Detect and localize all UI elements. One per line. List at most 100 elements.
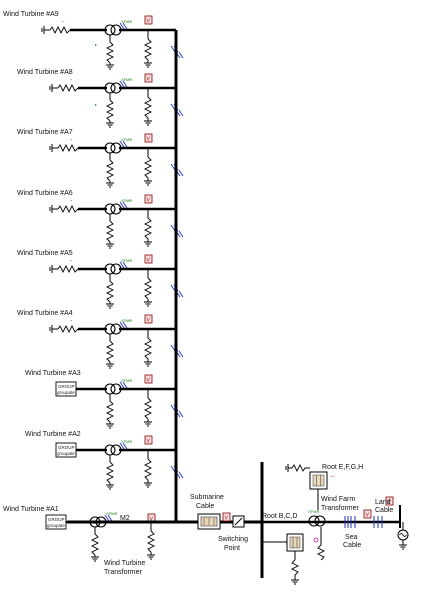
turbine-neutral-resistor: [105, 280, 115, 303]
submarine-cable-label-2: Cable: [196, 503, 214, 510]
turbine-source-resistor: [57, 204, 79, 214]
turbine-breaker-icon[interactable]: [104, 514, 113, 522]
turbine-label: Wind Turbine #A1: [3, 506, 59, 513]
land-cable-label-1: Land: [375, 499, 391, 506]
turbine-neutral-resistor: [90, 533, 100, 556]
switching-point-switch[interactable]: [232, 515, 245, 528]
turbine-source-mark: ⌁: [70, 137, 73, 142]
turbine-transformer[interactable]: [104, 142, 122, 154]
turbine-breaker-icon[interactable]: [119, 381, 128, 389]
root-efgh-source[interactable]: [309, 471, 328, 490]
land-cable[interactable]: [373, 516, 383, 528]
svg-text:V: V: [150, 517, 154, 523]
xfmr-tag: XFMR: [121, 378, 132, 383]
turbine-neutral-resistor: [105, 461, 115, 484]
turbine-source-resistor: [49, 25, 71, 35]
turbine-branch-ground-icon: [144, 421, 152, 427]
xfmr-tag: XFMR: [121, 439, 132, 444]
xfmr-tag: XFMR: [121, 19, 132, 24]
turbine-source-mark: ⌁: [70, 318, 73, 323]
turbine-ground-icon: [106, 423, 114, 429]
sea-cable-meter: V: [363, 509, 372, 519]
turbine-breaker-icon[interactable]: [119, 22, 128, 30]
turbine-source-resistor: [57, 83, 79, 93]
svg-text:GROUP: GROUP: [58, 445, 75, 450]
turbine-source-mark: ⌁: [70, 258, 73, 263]
land-cable-label-2: Cable: [375, 507, 393, 514]
turbine-breaker-icon[interactable]: [119, 80, 128, 88]
turbine-meter: V: [144, 133, 153, 143]
turbine-transformer[interactable]: [104, 24, 122, 36]
turbine-transformer[interactable]: [104, 263, 122, 275]
turbine-breaker-icon[interactable]: [119, 261, 128, 269]
root-bcd-source[interactable]: [286, 533, 304, 552]
sea-cable[interactable]: [344, 516, 356, 528]
wft-breaker[interactable]: [313, 537, 319, 543]
turbine-ground-icon: [106, 484, 114, 490]
turbine-neutral-resistor: [105, 41, 115, 64]
root-bcd-resistor: [290, 559, 300, 576]
turbine-meter: V: [144, 15, 153, 25]
turbine-meter: V: [144, 314, 153, 324]
submarine-cable[interactable]: [197, 513, 221, 530]
turbine-ground-icon: [91, 556, 99, 562]
turbine-label: Wind Turbine #A3: [25, 370, 81, 377]
root-efgh-ground-icon: [285, 464, 289, 472]
root-efgh-label: Root E,F,G,H: [322, 464, 363, 471]
turbine-branch-resistor: [143, 156, 153, 179]
root-bcd-ground-icon: [291, 579, 299, 585]
svg-text:V: V: [147, 19, 151, 25]
turbine-ground-icon: [106, 64, 114, 70]
turbine-breaker-icon[interactable]: [119, 321, 128, 329]
svg-text:groupate: groupate: [57, 390, 75, 395]
turbine-transformer[interactable]: [104, 444, 122, 456]
sea-cable-label-2: Cable: [343, 542, 361, 549]
switching-point-label-1: Switching: [218, 536, 248, 543]
turbine-branch-resistor: [143, 337, 153, 360]
turbine-branch-resistor: [143, 458, 153, 481]
grid-source-icon[interactable]: [397, 529, 409, 541]
xfmr-tag: XFMR: [121, 318, 132, 323]
turbine-label: Wind Turbine #A9: [3, 11, 59, 18]
wind-farm-transformer[interactable]: [308, 515, 326, 527]
svg-text:▸: ▸: [95, 42, 97, 47]
svg-text:▸: ▸: [95, 102, 97, 107]
turbine-label: Wind Turbine #A2: [25, 431, 81, 438]
turbine-label: Wind Turbine #A7: [17, 129, 73, 136]
turbine-neutral-resistor: [105, 159, 115, 182]
svg-text:V: V: [147, 198, 151, 204]
turbine-transformer[interactable]: [104, 383, 122, 395]
turbine-source-resistor: [57, 324, 79, 334]
turbine-source-mark: ⌁: [70, 77, 73, 82]
turbine-meter: V: [144, 73, 153, 83]
wft-neutral-resistor: [316, 544, 326, 561]
wind-farm-xfmr-tag: XFMR: [308, 509, 319, 514]
turbine-branch-resistor: [143, 397, 153, 420]
turbine-breaker-icon[interactable]: [119, 140, 128, 148]
turbine-transformer[interactable]: [104, 323, 122, 335]
turbine-breaker-icon[interactable]: [119, 442, 128, 450]
svg-text:groupate: groupate: [57, 451, 75, 456]
svg-text:GROUP: GROUP: [48, 517, 65, 522]
turbine-transformer[interactable]: [104, 203, 122, 215]
svg-text:V: V: [225, 516, 229, 522]
m2-label: M2: [120, 515, 130, 522]
turbine-ground-icon: [106, 363, 114, 369]
turbine-ground-icon: [106, 303, 114, 309]
turbine-branch-resistor: [143, 277, 153, 300]
turbine-transformer[interactable]: [104, 82, 122, 94]
turbine-breaker-icon[interactable]: [119, 201, 128, 209]
turbine-source-mark: ⌁: [70, 198, 73, 203]
turbine-branch-ground-icon: [144, 62, 152, 68]
turbine-neutral-resistor: [105, 220, 115, 243]
